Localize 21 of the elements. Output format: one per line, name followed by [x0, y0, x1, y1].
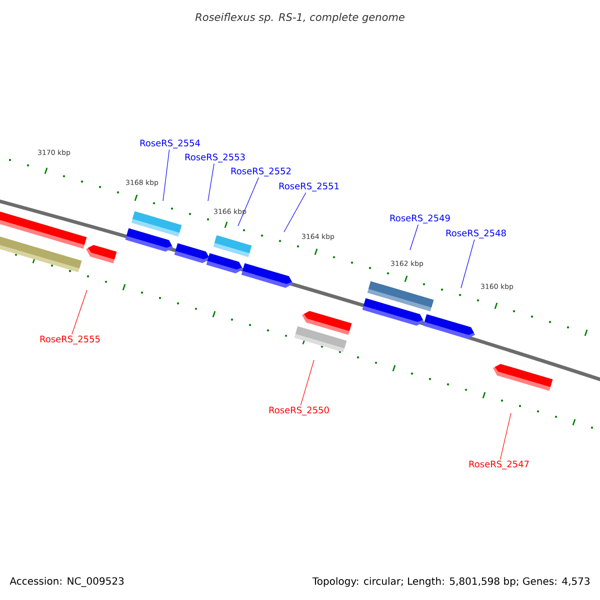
leader-line: [300, 360, 314, 406]
leader-line: [208, 163, 214, 202]
leader-line: [410, 224, 418, 250]
leader-line: [500, 412, 512, 460]
leader-line: [162, 149, 170, 202]
gene-label: RoseRS_2550: [269, 406, 329, 416]
leader-line: [238, 177, 259, 226]
title: Roseiflexus sp. RS-1, complete genome: [195, 12, 404, 24]
accession-text: Accession: NC_009523: [10, 577, 124, 587]
leader-line: [284, 192, 306, 232]
gene-label: RoseRS_2549: [390, 214, 450, 224]
gene-label: RoseRS_2548: [446, 230, 506, 238]
genome-info-text: Topology: circular; Length: 5,801,598 bp; Genes: 4,573: [312, 577, 590, 587]
leader-line: [72, 290, 88, 335]
gene-label: RoseRS_2552: [231, 168, 291, 176]
gene-label: RoseRS_2551: [279, 182, 339, 192]
gene-label: RoseRS_2554: [140, 140, 200, 148]
gene-label: RoseRS_2553: [185, 154, 245, 162]
leader-line: [460, 239, 475, 288]
gene-label: RoseRS_2547: [469, 460, 529, 470]
gene-label: RoseRS_2555: [40, 336, 100, 344]
